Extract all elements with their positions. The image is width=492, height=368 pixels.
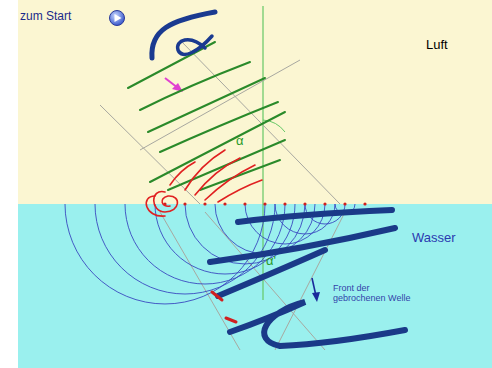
play-icon [115, 14, 122, 22]
interface-dot [223, 202, 226, 205]
wavelet-arc [125, 204, 285, 284]
start-link: zum Start [20, 10, 71, 24]
wavefront-label: Front der gebrochenen Welle [331, 282, 419, 305]
medium-label: Wasser [412, 231, 456, 246]
interface-dot [263, 202, 266, 205]
air-region [0, 0, 492, 204]
handdrawn-refracted-fronts [210, 210, 405, 346]
interface-dot [203, 202, 206, 205]
interface-dot [283, 202, 286, 205]
interface-dot [363, 202, 366, 205]
huygens-wavelets [65, 204, 355, 304]
interface-dot [343, 202, 346, 205]
refracted-arrow [312, 278, 320, 302]
angle-label: α [236, 134, 244, 149]
water-region [0, 204, 492, 368]
play-button [110, 11, 125, 26]
wavelet-arc [245, 204, 325, 244]
ray-lines [100, 40, 345, 350]
handdrawn-red-wavelets [146, 150, 262, 216]
interface-dot [243, 202, 246, 205]
interface-points [163, 202, 366, 205]
wavelet-arc [155, 204, 295, 274]
handdrawn-alpha [152, 12, 215, 58]
angle-label: α' [266, 254, 276, 269]
interface-dot [323, 202, 326, 205]
medium-label: Luft [426, 38, 448, 53]
handdrawn-wavefronts [128, 42, 285, 190]
interface-dot [183, 202, 186, 205]
left-margin [0, 0, 18, 368]
interface-dot [303, 202, 306, 205]
